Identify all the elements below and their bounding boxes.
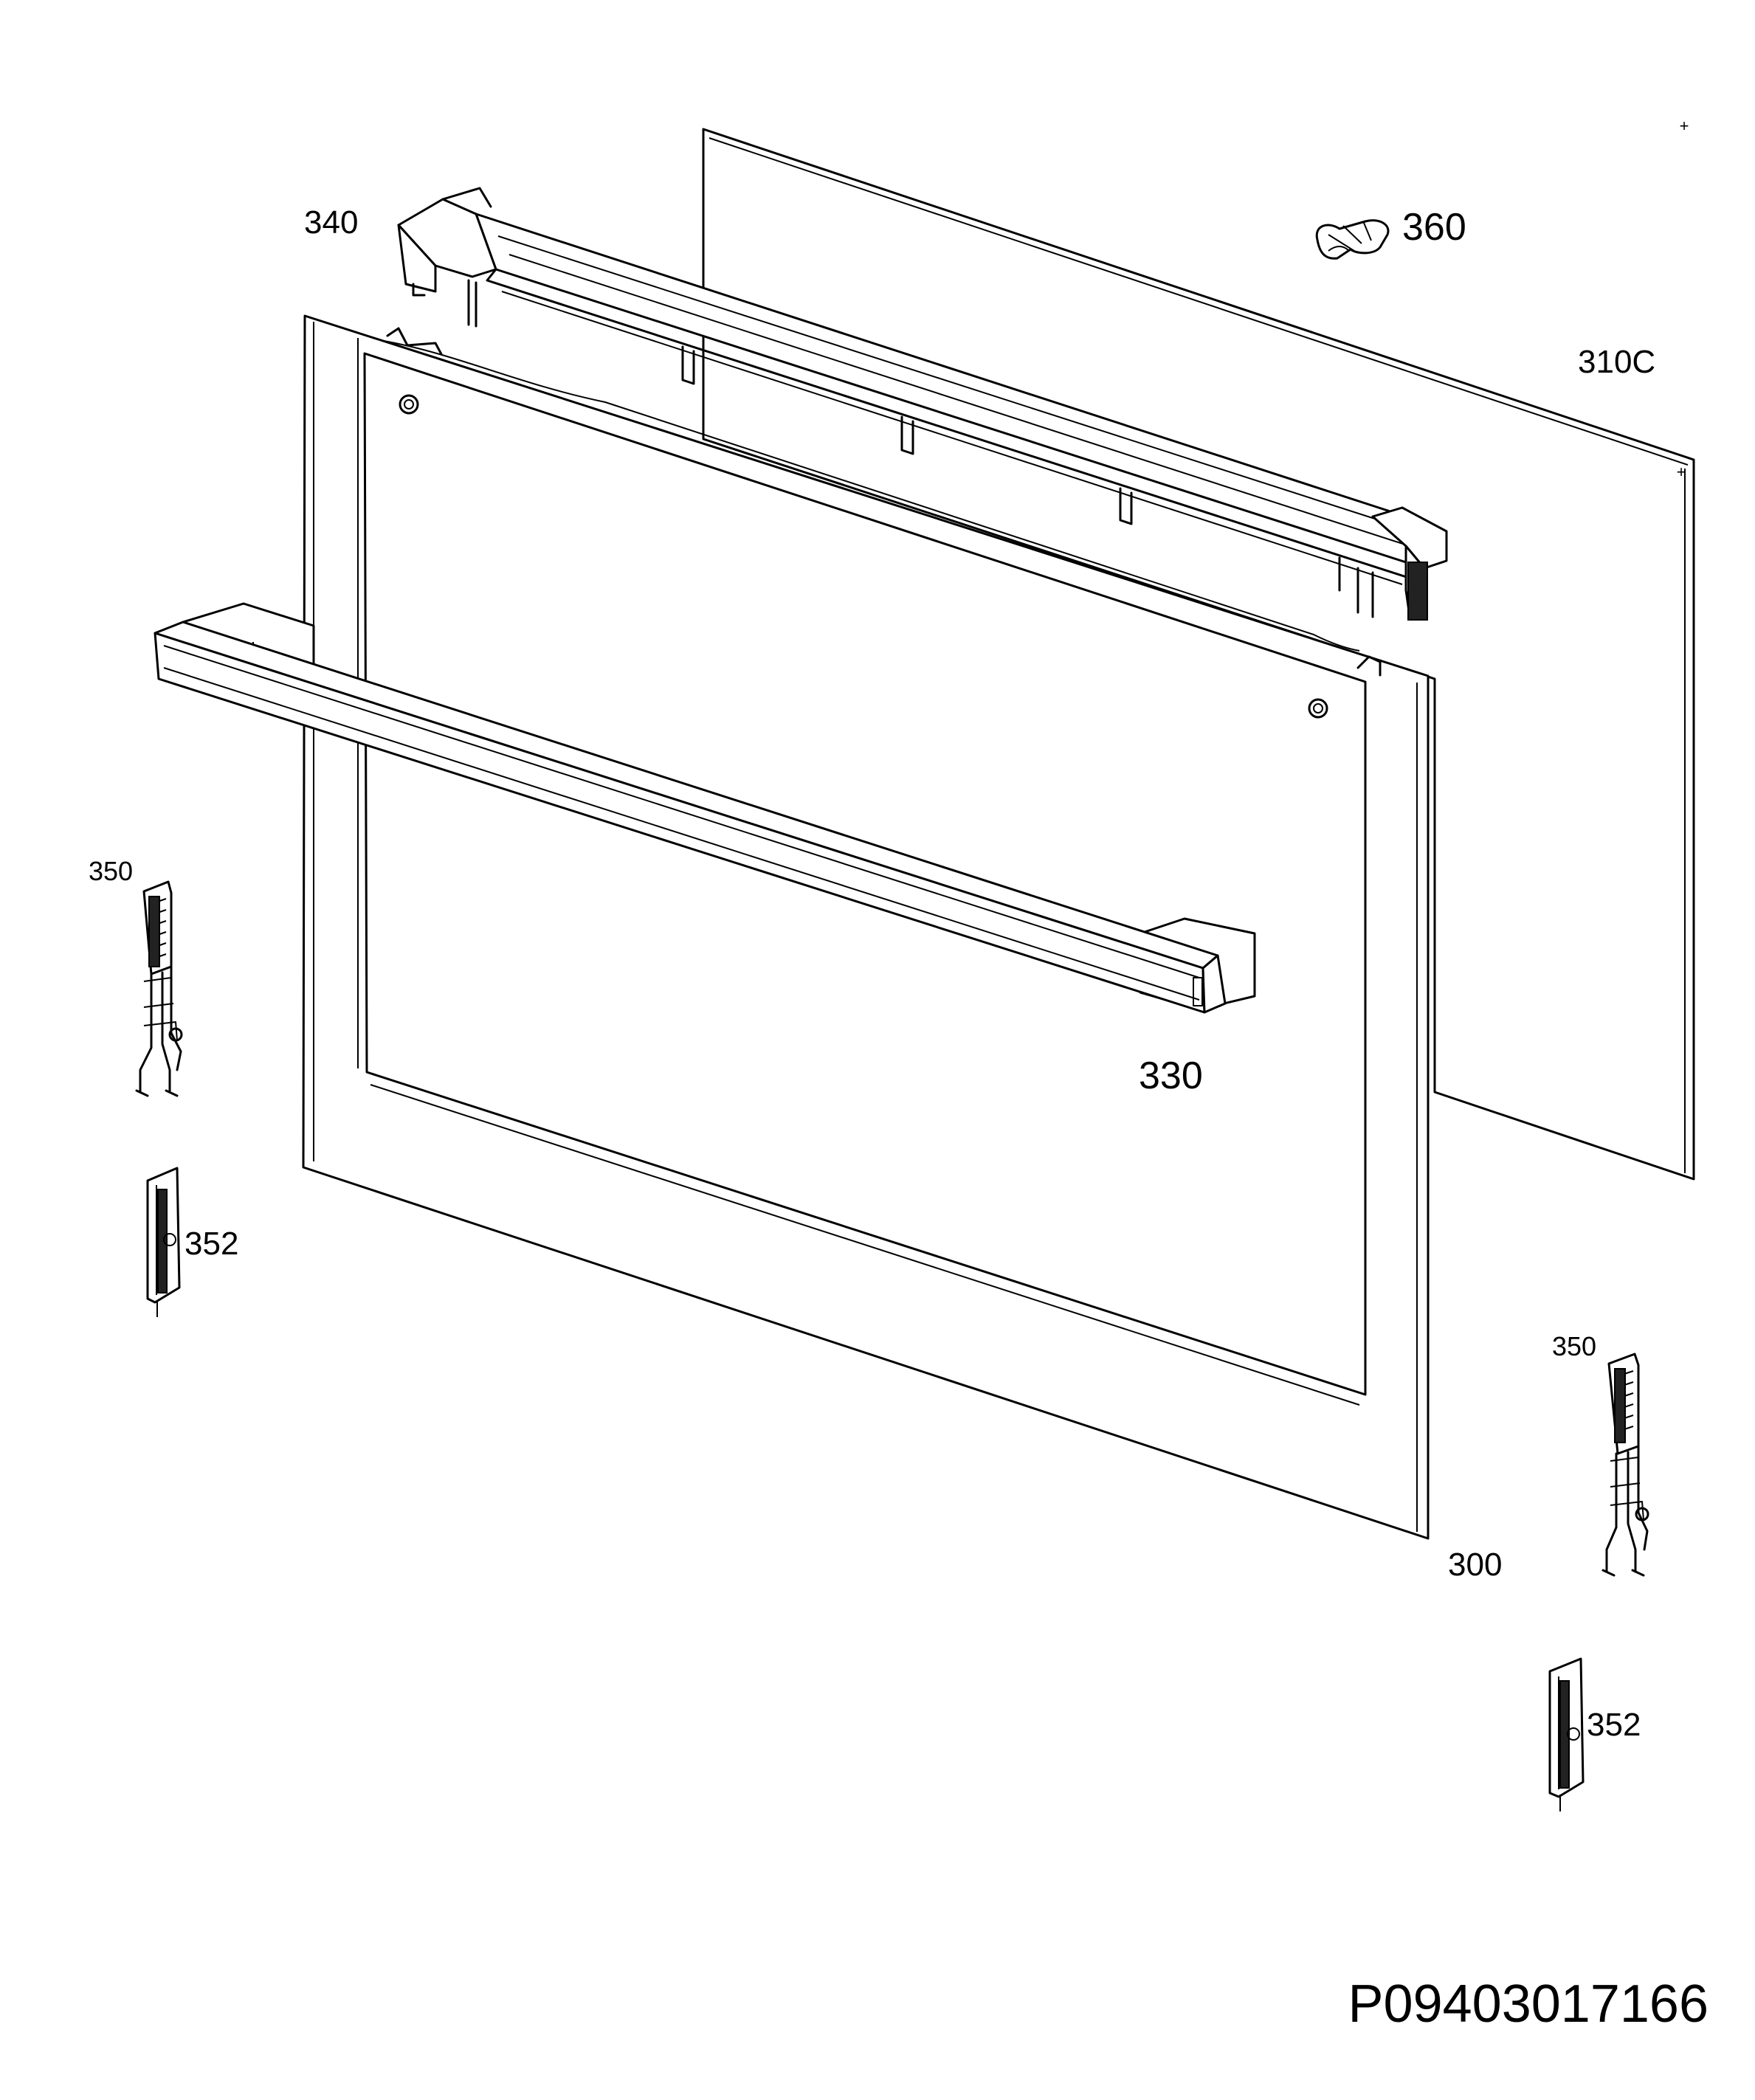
part-340-top-profile	[397, 187, 1448, 621]
label-330: 330	[1139, 1054, 1203, 1097]
label-352-left: 352	[185, 1226, 238, 1262]
drawing-code: P09403017166	[1348, 1975, 1709, 2034]
label-310c: 310C	[1578, 344, 1655, 380]
part-350-hinge-left	[135, 880, 183, 1097]
svg-text:+: +	[1677, 463, 1686, 481]
label-352-right: 352	[1587, 1707, 1641, 1743]
label-360: 360	[1402, 206, 1466, 249]
part-300-door-frame	[302, 314, 1430, 1540]
label-340: 340	[304, 204, 358, 241]
part-350-hinge-right	[1601, 1353, 1649, 1577]
label-350-left: 350	[89, 856, 133, 886]
part-352-cover-right	[1548, 1657, 1585, 1811]
part-330-door-handle	[154, 602, 1256, 1014]
label-350-right: 350	[1552, 1331, 1596, 1361]
label-300: 300	[1448, 1547, 1502, 1583]
svg-text:+: +	[1680, 117, 1689, 135]
part-352-cover-left	[146, 1167, 181, 1317]
part-360-clip	[1315, 219, 1390, 260]
